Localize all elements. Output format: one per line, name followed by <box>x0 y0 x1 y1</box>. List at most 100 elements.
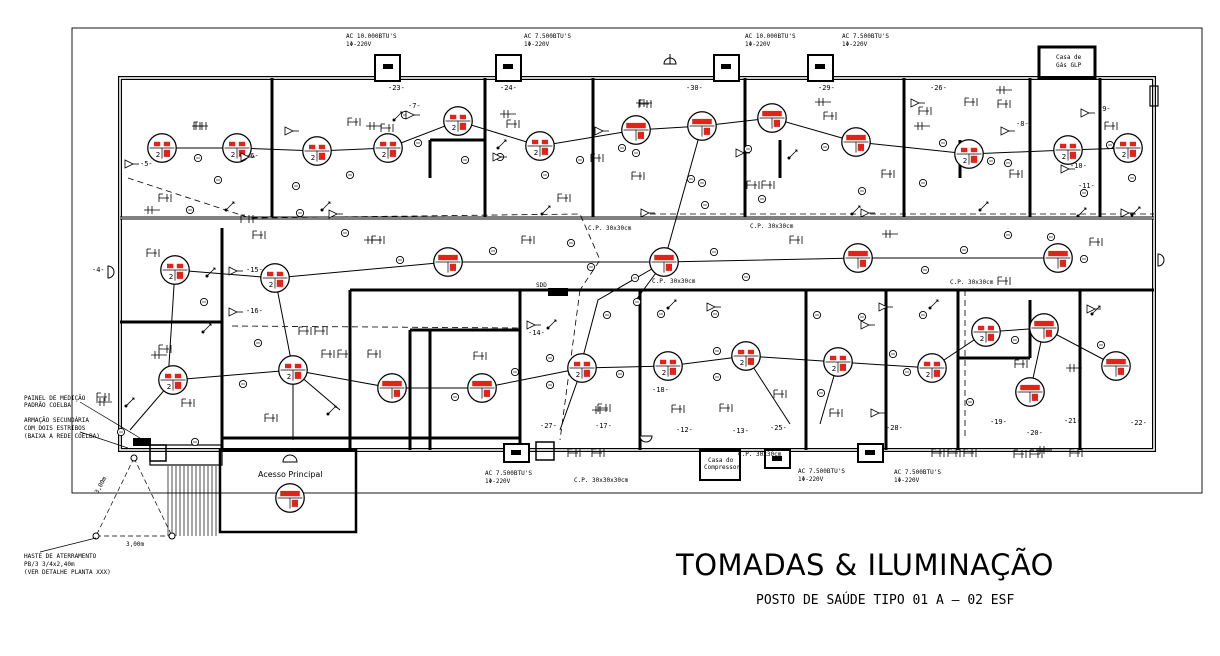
circuit-tag: -17- <box>595 422 612 430</box>
ac-phase: 1Φ-220V <box>485 478 511 485</box>
luminaire <box>525 131 555 161</box>
luminaire <box>843 243 873 273</box>
circuit-tag: -13- <box>732 427 749 435</box>
ac-phase: 1Φ-220V <box>524 41 550 48</box>
inspection-box-label: C.P. 30x30cm <box>950 279 994 286</box>
luminaire <box>377 373 407 403</box>
circuit-tag: -30- <box>686 84 703 92</box>
wall-lamps <box>107 54 1165 463</box>
luminaire <box>1053 135 1083 165</box>
ground-note: HASTE DE ATERRAMENTO <box>24 553 97 560</box>
circuit-tag: -15- <box>246 266 263 274</box>
luminaire <box>373 133 403 163</box>
circuit-tag: -22- <box>1130 419 1147 427</box>
panel-note: (BAIXA A REDE COELBA) <box>24 433 100 440</box>
luminaire <box>1101 351 1131 381</box>
circuit-tag: -7- <box>408 102 421 110</box>
luminaire <box>567 353 597 383</box>
ac-unit: AC 7.500BTU'S 1Φ-220V <box>764 449 845 483</box>
ground-note: (VER DETALHE PLANTA XXX) <box>24 569 111 576</box>
inspection-box-label: C.P. 30x30cm <box>652 278 696 285</box>
circuit-tag: -5- <box>140 160 153 168</box>
luminaire <box>443 106 473 136</box>
ac-phase: 1Φ-220V <box>894 477 920 484</box>
ac-unit: AC 7.500BTU'S 1Φ-220V <box>485 443 532 485</box>
luminaire <box>160 255 190 285</box>
ac-unit: AC 7.500BTU'S 1Φ-220V <box>807 33 889 82</box>
luminaire <box>1015 377 1045 407</box>
luminaire <box>467 373 497 403</box>
luminaire <box>917 353 947 383</box>
ac-phase: 1Φ-220V <box>798 476 824 483</box>
gas-house-label: Casa de <box>1056 54 1082 61</box>
drawing-title: TOMADAS & ILUMINAÇÃO <box>676 548 1055 582</box>
luminaire <box>1043 243 1073 273</box>
luminaire <box>1029 313 1059 343</box>
sheet-frame <box>71 27 1203 494</box>
circuit-tag: -21- <box>1064 417 1081 425</box>
luminaire <box>954 139 984 169</box>
ac-phase: 1Φ-220V <box>842 41 868 48</box>
inspection-box-label: C.P. 30x30cm <box>750 223 794 230</box>
luminaire <box>302 136 332 166</box>
luminaire <box>278 355 308 385</box>
circuit-tag: -29- <box>818 84 835 92</box>
ac-spec: AC 10.000BTU'S <box>745 33 796 40</box>
circuit-tag: -4- <box>92 266 105 274</box>
circuit-tag: -23- <box>388 84 405 92</box>
circuit-tag: -9- <box>1098 105 1111 113</box>
luminaire <box>158 365 188 395</box>
luminaire <box>275 483 305 513</box>
ac-unit: AC 10.000BTU'S 1Φ-220V <box>346 33 401 82</box>
inspection-boxes: C.P. 30x30cm C.P. 30x30cm C.P. 30x30cm C… <box>574 223 994 484</box>
circuit-tag: -12- <box>676 426 693 434</box>
circuit-tag: -20- <box>1026 429 1043 437</box>
circuit-tag: -25- <box>770 424 787 432</box>
luminaire <box>841 127 871 157</box>
gas-house-label-2: Gás GLP <box>1056 62 1082 69</box>
ac-unit: AC 7.500BTU'S 1Φ-220V <box>495 33 571 82</box>
circuit-tag: -24- <box>500 84 517 92</box>
inspection-box-label: C.P. 30x30cm <box>738 451 782 458</box>
circuit-tag: -16- <box>246 307 263 315</box>
ac-spec: AC 7.500BTU'S <box>894 469 941 476</box>
ac-spec: AC 7.500BTU'S <box>485 470 532 477</box>
ac-phase: 1Φ-220V <box>346 41 372 48</box>
luminaire <box>757 103 787 133</box>
ground-dimension: 3,00m <box>126 541 144 548</box>
circuit-tag: -28- <box>886 424 903 432</box>
ac-unit: AC 7.500BTU'S 1Φ-220V <box>857 443 941 484</box>
panel-note: PAINEL DE MEDIÇÃO <box>24 395 86 402</box>
inspection-box-label: C.P. 30x30cm <box>588 225 632 232</box>
ac-spec: AC 7.500BTU'S <box>798 468 845 475</box>
circuit-tag: -6- <box>246 152 259 160</box>
access-label: Acesso Principal <box>258 470 323 479</box>
ac-spec: AC 7.500BTU'S <box>842 33 889 40</box>
luminaire <box>621 115 651 145</box>
panel-note: COM DOIS ESTRIBOS <box>24 425 86 432</box>
ac-spec: AC 7.500BTU'S <box>524 33 571 40</box>
ac-spec: AC 10.000BTU'S <box>346 33 397 40</box>
distribution-board <box>548 288 568 296</box>
circuit-tag: -11- <box>1078 182 1095 190</box>
inspection-box-label: C.P. 30x30x30cm <box>574 477 629 484</box>
luminaire <box>731 341 761 371</box>
circuit-tags: -23- -24- -30- -29- -26- -5- -6- -7- -8-… <box>92 84 1147 437</box>
drawing-subtitle: POSTO DE SAÚDE TIPO 01 A – 02 ESF <box>756 593 1015 608</box>
luminaire <box>260 263 290 293</box>
panel-note: PADRÃO COELBA <box>24 402 71 409</box>
ac-unit: AC 10.000BTU'S 1Φ-220V <box>713 33 796 82</box>
luminaire <box>687 111 717 141</box>
circuit-tag: -8- <box>1016 120 1029 128</box>
building-walls <box>118 45 1159 534</box>
circuit-tag: -10- <box>1070 162 1087 170</box>
circuit-tag: -27- <box>540 422 557 430</box>
luminaire <box>653 351 683 381</box>
circuit-tag: -26- <box>930 84 947 92</box>
luminaire <box>823 347 853 377</box>
service-entrance: PAINEL DE MEDIÇÃO PADRÃO COELBA ARMAÇÃO … <box>24 395 176 576</box>
entrance-steps <box>167 466 217 536</box>
compressor-label: Casa do <box>708 457 734 464</box>
distribution-board-label: SDD <box>536 282 547 289</box>
